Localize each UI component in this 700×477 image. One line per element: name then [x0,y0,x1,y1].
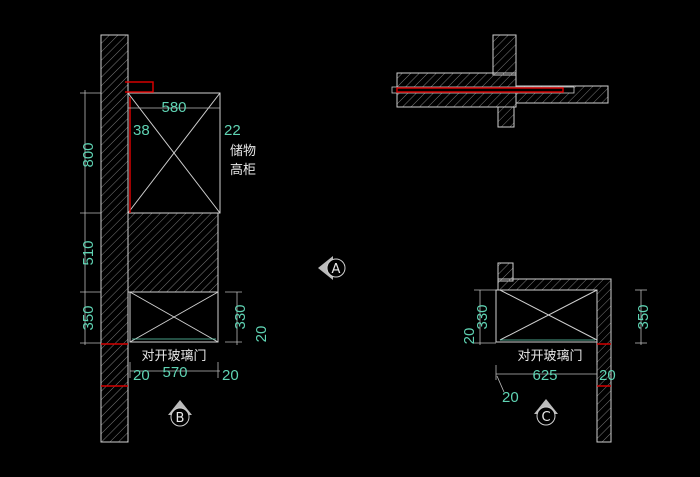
plan-section [391,34,609,128]
door-label-b: 对开玻璃门 [141,349,206,364]
dim-22: 22 [224,122,241,139]
svg-text:C: C [541,410,550,425]
cabinet-label-2: 高柜 [230,162,256,178]
view-marker-a: A [318,256,346,280]
dim-330-c: 330 [474,304,491,329]
red-profile [125,81,154,93]
storage-cabinet [127,92,221,214]
svg-text:A: A [332,262,341,277]
dim-800: 800 [80,142,97,167]
dim-20-c-left: 20 [502,389,519,406]
dim-20-door-gap: 20 [253,326,270,343]
wall-left [100,34,129,443]
glass-door-cabinet-c [495,289,598,343]
dim-20-c-gap: 20 [461,328,478,345]
dim-20-right: 20 [222,367,239,384]
door-label-c: 对开玻璃门 [517,349,582,364]
hatched-wall-section [127,212,219,293]
dim-625: 625 [532,367,557,384]
elevation-c: 330 20 350 对开玻璃门 625 20 20 C [461,262,652,443]
dim-330: 330 [232,304,249,329]
elevation-b: 800 510 350 580 38 22 储物 高柜 330 20 对开玻璃门… [80,34,270,443]
dim-350-c: 350 [635,304,652,329]
glass-door-cabinet [129,291,219,343]
dim-20-c-right: 20 [599,367,616,384]
view-marker-b: B [168,400,192,427]
dim-38: 38 [133,122,150,139]
dim-350: 350 [80,305,97,330]
svg-text:B: B [176,411,185,426]
dim-580: 580 [161,99,186,116]
dim-20-left: 20 [133,367,150,384]
dim-510: 510 [80,240,97,265]
cabinet-label-1: 储物 [230,144,256,159]
glass-panel-red [396,87,564,93]
view-marker-c: C [534,399,558,426]
dim-570: 570 [162,364,187,381]
